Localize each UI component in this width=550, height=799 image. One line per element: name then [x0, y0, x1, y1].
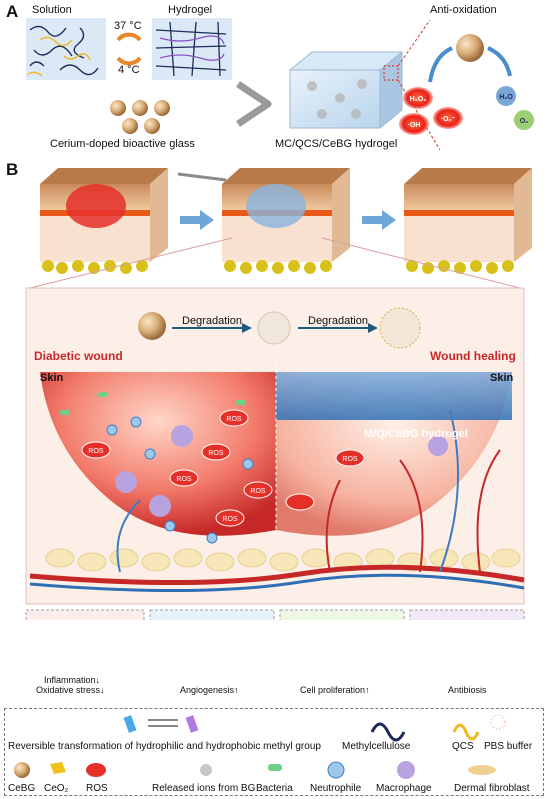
ros-text-1: ROS: [226, 416, 242, 423]
legend-qcs: QCS: [452, 741, 474, 752]
label-anti-oxidation: Anti-oxidation: [430, 4, 497, 16]
gel-cube: [288, 50, 404, 130]
label-skin-right: Skin: [490, 372, 514, 384]
effect-angiogenesis: Angiogenesis↑: [180, 685, 239, 695]
ros-blobs: [399, 87, 463, 135]
legend-ions: Released ions from BG: [152, 783, 256, 794]
effect-antibiosis: Antibiosis: [448, 685, 487, 695]
ros-h2o2: H₂O₂: [410, 96, 427, 103]
label-37c: 37 °C: [114, 20, 142, 32]
label-skin-left: Skin: [40, 372, 64, 384]
legend-box: [4, 708, 544, 796]
cebg-spheres: [110, 100, 170, 134]
legend-neutrophile: Neutrophile: [310, 783, 362, 794]
label-degradation-1: Degradation: [182, 315, 242, 327]
legend-symbols: [14, 714, 506, 779]
label-diabetic-wound: Diabetic wound: [34, 349, 123, 363]
ros-o2: ·O₂⁻: [441, 116, 456, 123]
ros-text-2: ROS: [88, 448, 104, 455]
ros-text-4: ROS: [176, 476, 192, 483]
label-4c: 4 °C: [118, 64, 140, 76]
legend-bacteria: Bacteria: [256, 783, 293, 794]
syringe: [177, 172, 227, 182]
macrophages: [115, 425, 448, 517]
panel-a-illustration: H₂O₂ ·OH ·O₂⁻ H₂O O₂: [26, 18, 534, 151]
panel-b-illustration: ROS ROS ROS ROS ROS ROS ROS: [25, 168, 532, 620]
legend-ros: ROS: [86, 783, 108, 794]
product-h2o: H₂O: [499, 94, 513, 101]
legend-cebg: CeBG: [8, 783, 36, 794]
panel-b-letter: B: [6, 160, 19, 179]
oxygen-sphere: [514, 110, 534, 130]
ros-text-3: ROS: [208, 450, 224, 457]
skin-block-1: [40, 168, 168, 274]
legend-macrophage: Macrophage: [376, 783, 432, 794]
label-wound-healing: Wound healing: [430, 349, 516, 363]
label-degradation-2: Degradation: [308, 315, 368, 327]
ros-text-6: ROS: [222, 516, 238, 523]
cebg-particle: [456, 34, 484, 62]
legend-ceo2: CeO₂: [44, 783, 69, 794]
water-sphere: [496, 86, 516, 106]
label-cebg-glass: Cerium-doped bioactive glass: [50, 138, 195, 150]
label-solution: Solution: [32, 4, 72, 16]
label-hydrogel-layer: M/Q/CeBG hydrogel: [364, 428, 468, 440]
effect-oxidative: Oxidative stress↓: [36, 685, 105, 695]
label-composite: MC/QCS/CeBG hydrogel: [275, 138, 398, 150]
legend-fibroblast: Dermal fibroblast: [454, 783, 530, 794]
product-o2: O₂: [520, 118, 529, 125]
legend-reversible: Reversible transformation of hydrophilic…: [8, 741, 321, 752]
effect-inflammation: Inflammation↓: [44, 675, 101, 685]
legend-pbs: PBS buffer: [484, 741, 533, 752]
ros-text-7: ROS: [342, 456, 358, 463]
bacteria: [60, 392, 246, 415]
skin-block-2: [222, 168, 350, 274]
skin-block-3: [404, 168, 532, 274]
ros-text-5: ROS: [250, 488, 266, 495]
hydrogel-layer: [276, 372, 512, 420]
neutrophiles: [106, 416, 254, 544]
label-hydrogel: Hydrogel: [168, 4, 213, 16]
panel-a-letter: A: [6, 2, 19, 21]
ros-cluster: [81, 409, 365, 527]
ros-oh: ·OH: [408, 122, 421, 129]
legend-methylcellulose: Methylcellulose: [342, 741, 411, 752]
effect-proliferation: Cell proliferation↑: [300, 685, 370, 695]
